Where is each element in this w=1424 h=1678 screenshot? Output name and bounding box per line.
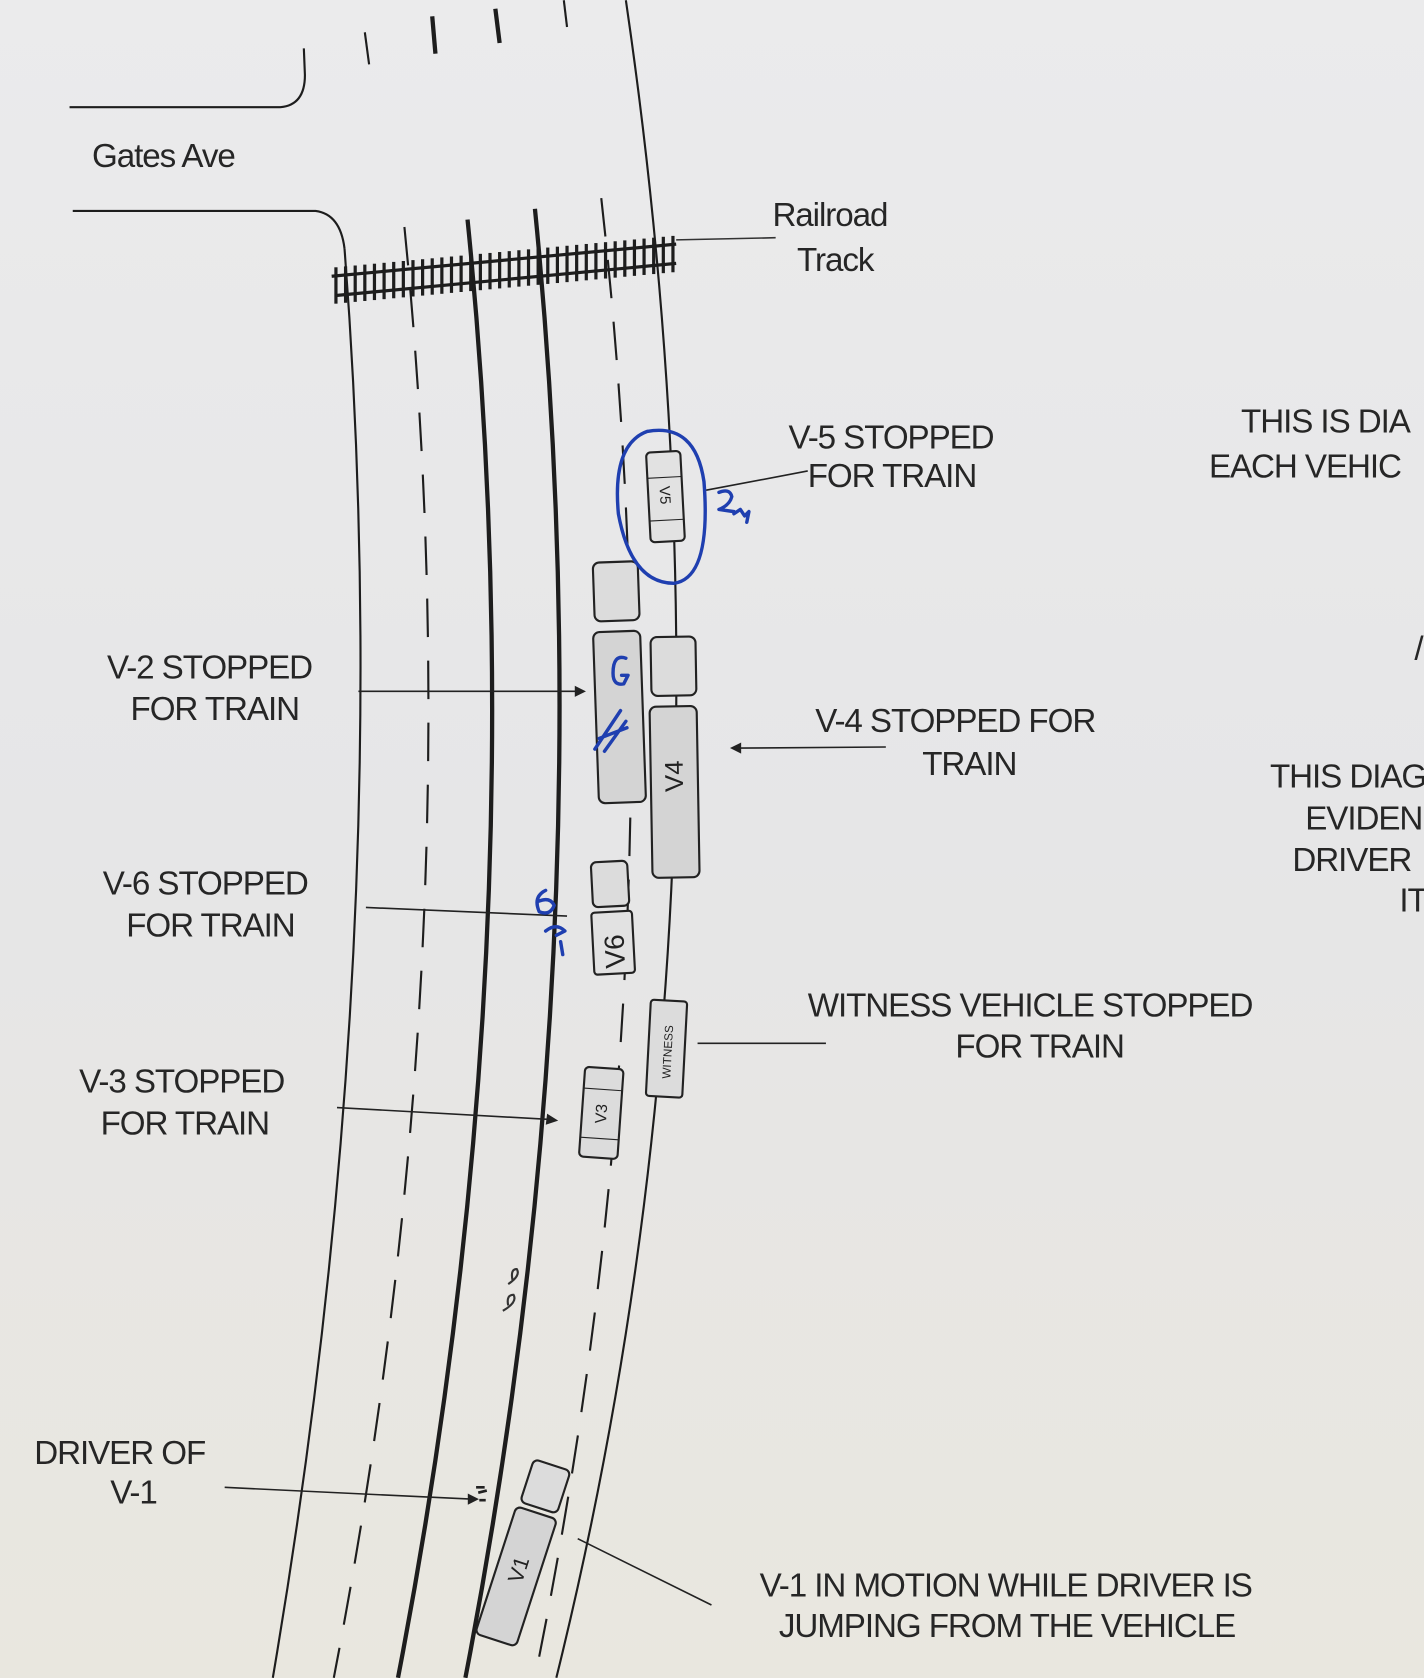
v1-label: V-1 IN MOTION WHILE DRIVER IS <box>760 1567 1252 1604</box>
railroad-track <box>331 235 776 304</box>
v6-label: V-6 STOPPED <box>103 866 308 903</box>
vehicle-v5[interactable]: V5 <box>645 450 686 544</box>
gates-ave-label: Gates Ave <box>92 138 235 175</box>
gates-ave-road <box>69 48 346 249</box>
witness-label-2: FOR TRAIN <box>955 1028 1123 1065</box>
note2-line2: EVIDEN <box>1305 800 1422 837</box>
witness-label: WITNESS VEHICLE STOPPED <box>808 988 1253 1025</box>
vehicle-v1[interactable]: V1 <box>475 1458 573 1647</box>
note2-line4: IT <box>1399 883 1424 920</box>
vehicle-witness-tag: WITNESS <box>660 1025 676 1079</box>
vehicle-v5-tag: V5 <box>656 486 674 505</box>
note1-line2: EACH VEHIC <box>1209 448 1401 485</box>
v6-handwritten-6th <box>535 888 567 957</box>
v5-circle <box>615 428 707 586</box>
main-road <box>271 0 678 1678</box>
vehicle-v4-tag: V4 <box>661 760 690 792</box>
vehicle-v6[interactable]: V6 <box>589 859 636 976</box>
v1-label-2: JUMPING FROM THE VEHICLE <box>779 1608 1235 1645</box>
railroad-label: Railroad <box>772 197 887 234</box>
leader-lines <box>224 470 886 1606</box>
vehicle-v3[interactable]: V3 <box>578 1065 625 1160</box>
note2-line1: THIS DIAG <box>1270 759 1424 796</box>
note2-line3: DRIVER <box>1292 842 1411 879</box>
driver-figure <box>476 1486 488 1502</box>
note1-line1: THIS IS DIA <box>1241 403 1412 440</box>
v6-label-2: FOR TRAIN <box>126 907 294 944</box>
v5-label-2: FOR TRAIN <box>808 458 976 495</box>
v3-label: V-3 STOPPED <box>79 1064 284 1101</box>
note-fragment: / <box>1414 630 1424 667</box>
v2-label-2: FOR TRAIN <box>131 691 299 728</box>
v2-label: V-2 STOPPED <box>107 650 312 687</box>
v3-label-2: FOR TRAIN <box>101 1105 269 1142</box>
v4-label-2: TRAIN <box>922 746 1016 783</box>
v5-label: V-5 STOPPED <box>788 419 993 456</box>
vehicle-witness[interactable]: WITNESS <box>644 998 689 1099</box>
v2-scribble <box>593 708 629 753</box>
railroad-label-2: Track <box>797 242 875 279</box>
vehicle-v4[interactable]: V4 <box>648 635 701 879</box>
vehicle-v6-tag: V6 <box>598 934 631 970</box>
north-lane-marks <box>363 0 569 65</box>
v2-handwritten-g <box>611 655 630 686</box>
tire-marks <box>502 1268 519 1312</box>
v5-handwritten-2nd <box>717 489 751 525</box>
vehicle-v2[interactable] <box>591 560 647 805</box>
v4-label: V-4 STOPPED FOR <box>815 703 1095 740</box>
handwritten-annotations <box>535 428 751 957</box>
driver-label: DRIVER OF <box>34 1435 205 1472</box>
vehicle-v3-tag: V3 <box>592 1103 611 1124</box>
driver-label-2: V-1 <box>110 1474 157 1511</box>
